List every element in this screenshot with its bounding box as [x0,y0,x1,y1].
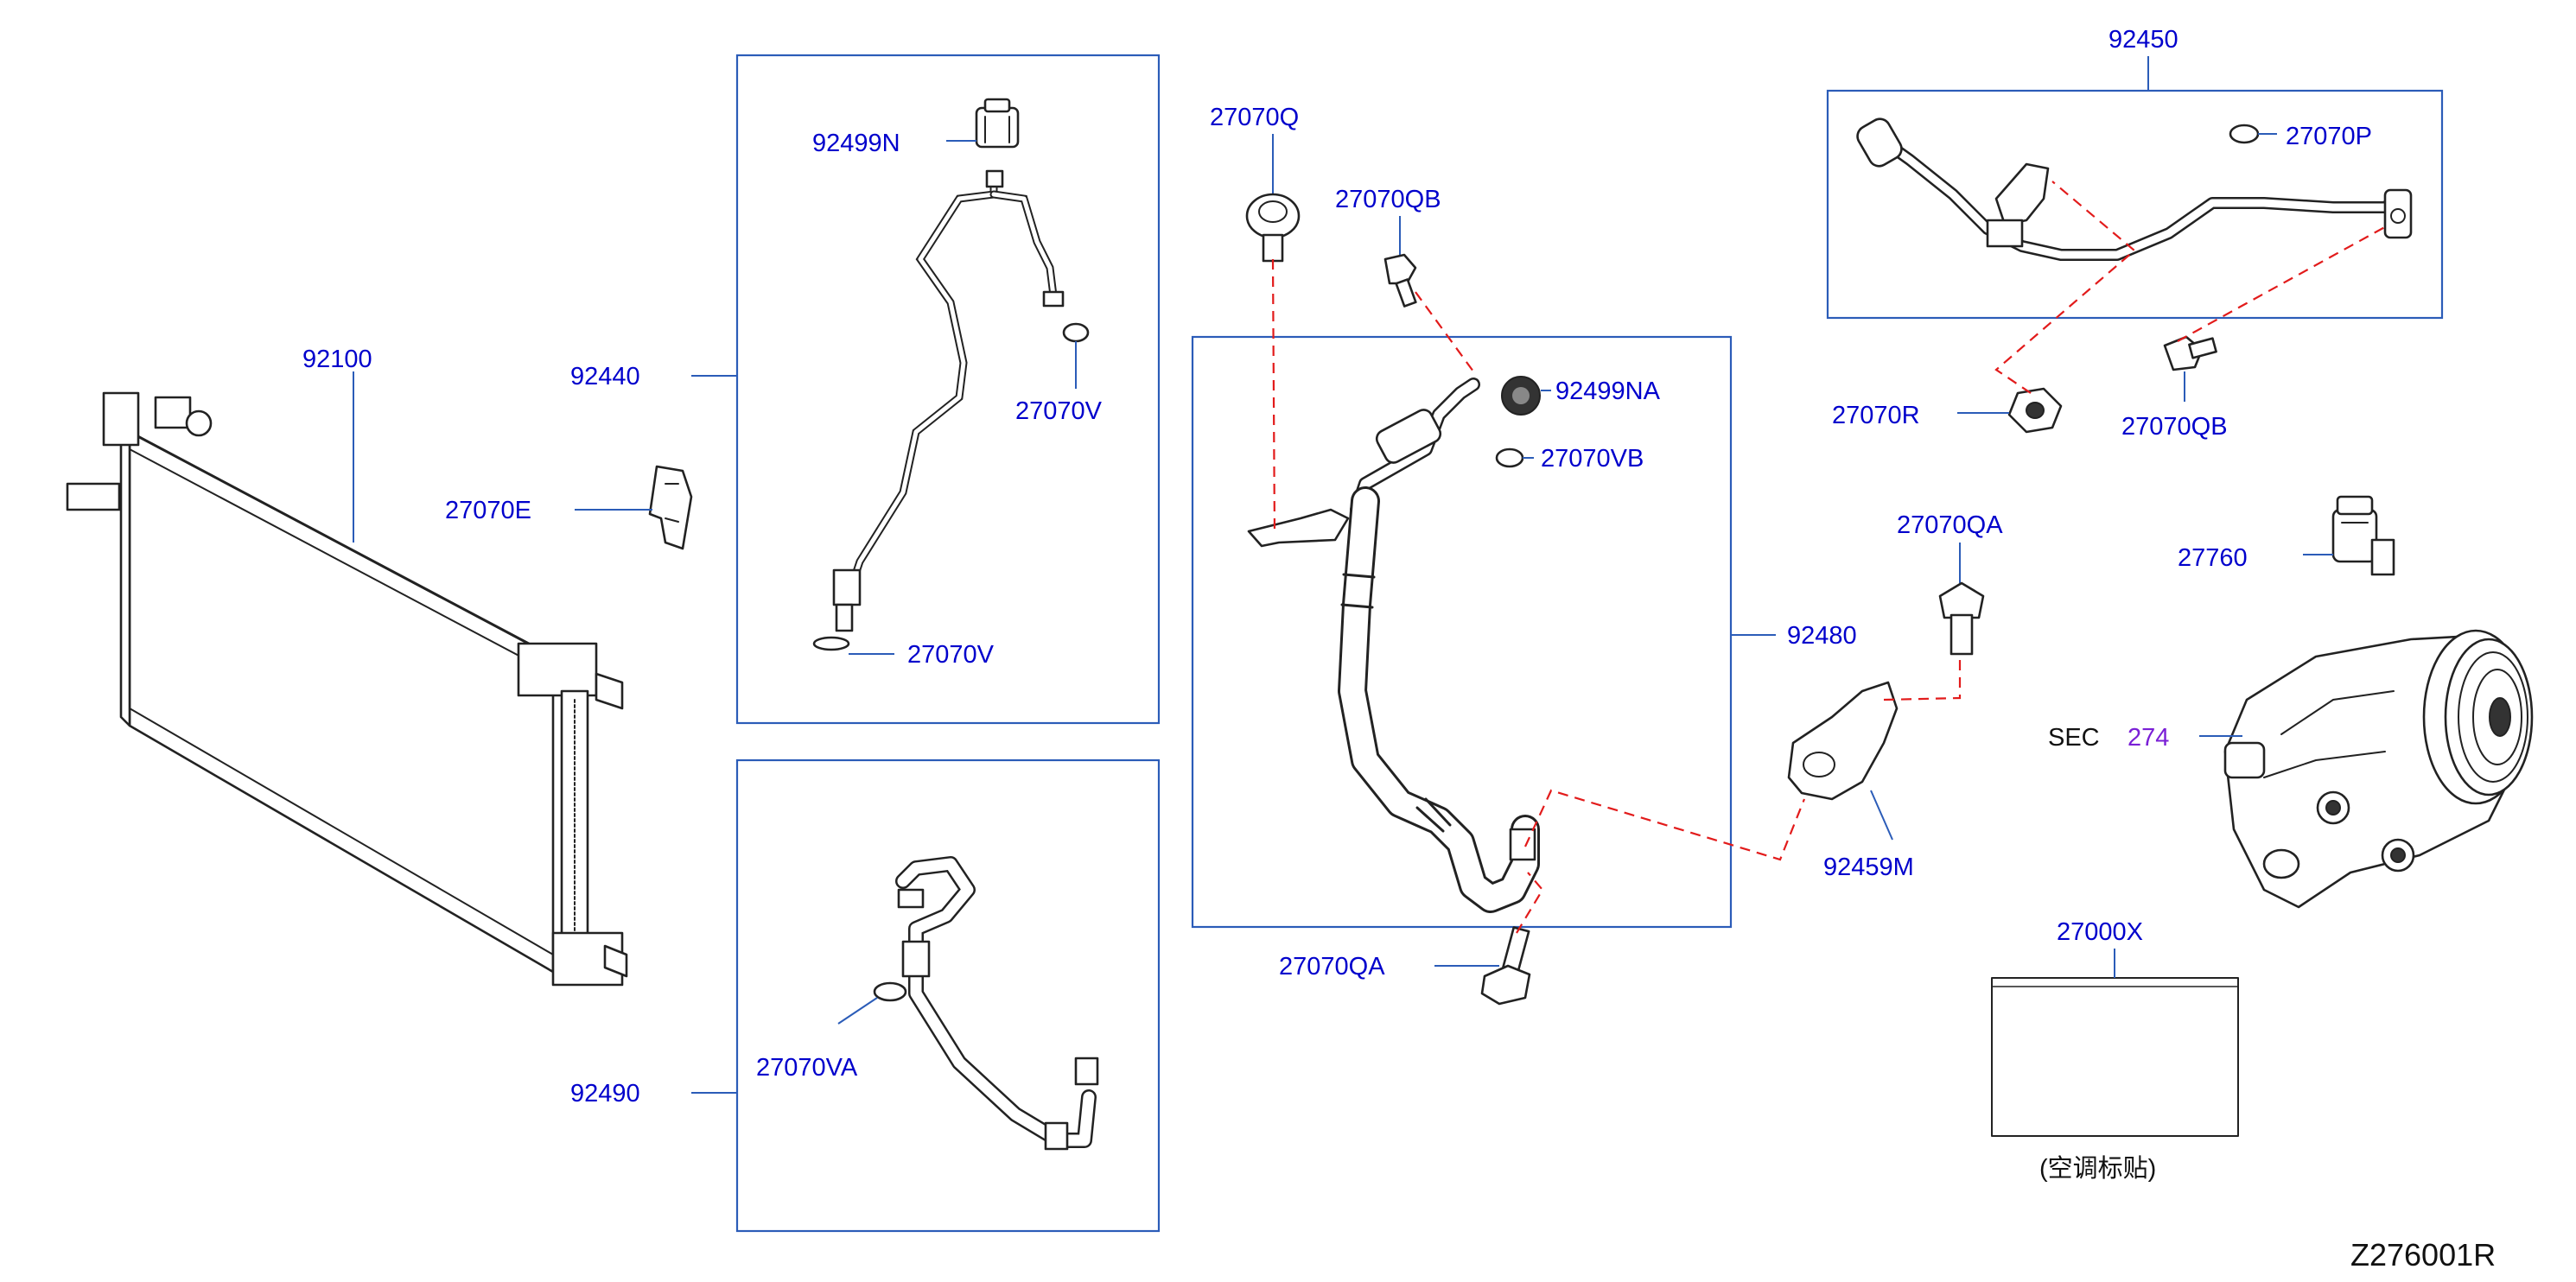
sec-prefix: SEC [2048,724,2100,752]
label-27070QB-mid: 27070QB [1335,186,1441,213]
label-92499NA: 92499NA [1555,378,1661,405]
label-27760: 27760 [2178,544,2248,572]
oring-27070V-upper [1062,322,1090,343]
bolt-27070QB-right [2163,335,2217,371]
label-92450: 92450 [2109,26,2178,54]
label-27070Q: 27070Q [1210,104,1299,131]
label-ac-sticker-note: (空调标贴) [2039,1154,2156,1183]
oring-27070VA [873,981,907,1002]
bolt-27070Q [1245,193,1301,263]
cap-92499NA [1501,376,1541,416]
label-92100: 92100 [302,346,372,373]
label-92440: 92440 [570,363,640,390]
sec-ref-274[interactable]: 274 [2128,724,2169,752]
cap-92499N [975,98,1020,149]
alignment-lines [1271,181,2390,934]
oring-27070VB [1495,447,1524,468]
label-27070VB: 27070VB [1541,445,1644,473]
box-92450 [1826,89,2444,320]
leader-27070VA [837,997,878,1025]
label-92499N: 92499N [812,130,900,157]
label-27070E: 27070E [445,497,531,524]
oring-27070V-lower [812,636,850,651]
pipe-92450 [1856,117,2413,261]
label-27070V-lower: 27070V [907,641,995,669]
label-27070QA-low: 27070QA [1279,953,1385,981]
label-27070V-upper: 27070V [1015,397,1103,425]
bolt-27070QA-right [1938,581,1985,656]
label-27070R: 27070R [1832,402,1920,429]
leader-92459M [1870,790,1893,841]
bracket-27070E [648,465,693,550]
condenser-92100 [66,391,628,987]
label-27070QB-right: 27070QB [2121,413,2228,441]
label-27000X: 27000X [2057,918,2143,946]
label-92480: 92480 [1787,622,1857,650]
pressure-switch-27760 [2331,495,2395,576]
label-27070VA: 27070VA [756,1054,858,1082]
bolt-27070QB-mid [1383,253,1417,308]
hose-92490 [895,856,1099,1151]
label-27070P: 27070P [2286,123,2372,150]
box-92490 [735,758,1161,1233]
label-92459M: 92459M [1823,854,1914,881]
box-92440 [735,54,1161,725]
compressor-sec-274 [2223,629,2534,909]
diagram-code: Z276001R [2350,1237,2496,1272]
label-92490: 92490 [570,1080,640,1107]
pipe-92440 [832,169,1065,632]
ac-label-sticker [1991,977,2239,1137]
nut-27070R [2007,387,2063,434]
hose-92480 [1247,378,1540,913]
bracket-92459M [1787,681,1899,801]
label-27070QA-right: 27070QA [1897,511,2003,539]
oring-27070P [2229,124,2260,144]
box-92480 [1191,335,1733,929]
bolt-27070QA-low [1480,926,1531,1006]
